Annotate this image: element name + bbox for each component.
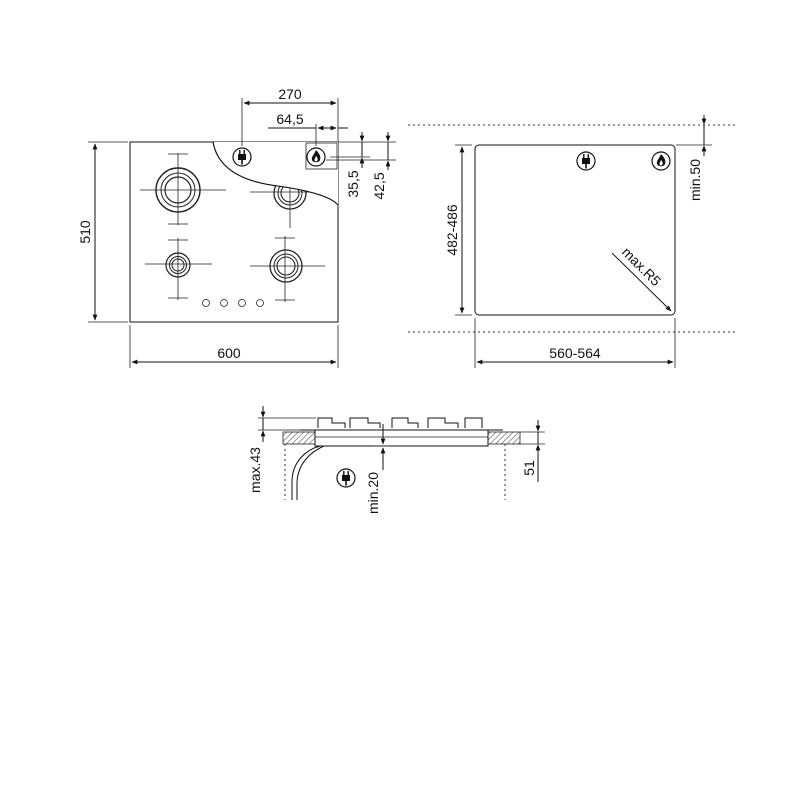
pan-supports-profile <box>317 417 483 428</box>
cutout-view: max.R5 560-564 482-486 min.50 <box>408 115 738 368</box>
gas-connection-area <box>305 142 338 170</box>
control-knobs <box>202 299 264 307</box>
plug-icon <box>232 147 252 167</box>
dim-width: 600 <box>217 345 241 361</box>
hob-body <box>314 429 489 447</box>
dim-worktop: 51 <box>521 460 537 476</box>
cutout-outline <box>474 144 676 316</box>
top-view: 600 510 270 64,5 35,5 42,5 <box>77 86 396 368</box>
dim-cutout-width: 560-564 <box>549 345 601 361</box>
plug-icon <box>576 151 596 171</box>
dim-cutout-depth: 482-486 <box>444 204 460 256</box>
worktop-right <box>487 431 521 445</box>
power-cable <box>291 445 321 500</box>
dim-gas-offset: 64,5 <box>276 111 303 127</box>
section-view: max.43 min.20 51 <box>247 406 545 514</box>
dim-plug-offset: 270 <box>278 86 302 102</box>
dim-total-height: max.43 <box>247 447 263 493</box>
worktop-left <box>282 431 316 445</box>
dim-depth: 510 <box>77 220 93 244</box>
dim-vertical-b: 42,5 <box>371 172 387 199</box>
dim-min-back: min.50 <box>687 159 703 201</box>
dim-vertical-a: 35,5 <box>345 170 361 197</box>
plug-icon <box>336 468 356 488</box>
gas-flame-icon <box>651 151 671 171</box>
gas-flame-icon <box>306 147 326 167</box>
dim-plug-clearance: min.20 <box>365 472 381 514</box>
